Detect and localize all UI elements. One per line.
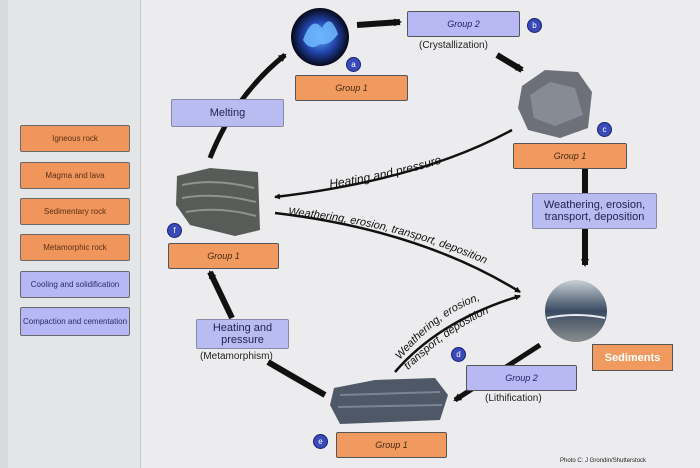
arrow-bottom-left <box>266 359 327 398</box>
weathering-right-label: Weathering, erosion, transport, depositi… <box>532 193 657 229</box>
heating-pressure-line1: Heating and <box>212 322 273 334</box>
answer-bank-panel: Igneous rock Magma and lava Sedimentary … <box>8 0 141 468</box>
arrow-heating-pressure <box>274 128 513 200</box>
lithification-caption: (Lithification) <box>485 393 542 404</box>
chip-igneous-rock[interactable]: Igneous rock <box>20 125 130 152</box>
chip-magma-and-lava[interactable]: Magma and lava <box>20 162 130 189</box>
badge-e: e <box>313 434 328 449</box>
igneous-rock-image <box>518 70 592 138</box>
badge-b: b <box>527 18 542 33</box>
chip-sedimentary-rock[interactable]: Sedimentary rock <box>20 198 130 225</box>
heating-pressure-left-label: Heating and pressure <box>196 319 289 349</box>
metamorphic-rock-image <box>176 168 260 236</box>
sedimentary-rock-image <box>330 378 448 424</box>
sediments-image <box>545 280 607 342</box>
dropzone-bottom-group1[interactable]: Group 1 <box>336 432 447 458</box>
heating-pressure-line2: pressure <box>221 334 264 346</box>
chip-metamorphic-rock[interactable]: Metamorphic rock <box>20 234 130 261</box>
badge-d: d <box>451 347 466 362</box>
badge-a: a <box>346 57 361 72</box>
badge-c: c <box>597 122 612 137</box>
crystallization-caption: (Crystallization) <box>419 40 488 51</box>
dropzone-top-group2[interactable]: Group 2 <box>407 11 520 37</box>
chip-compaction-and-cementation[interactable]: Compaction and cementation <box>20 307 130 336</box>
arrow-magma-to-group2 <box>356 18 402 28</box>
dropzone-right-group1[interactable]: Group 1 <box>513 143 627 169</box>
dropzone-bottom-group2[interactable]: Group 2 <box>466 365 577 391</box>
curved-heating-label: Heating and pressure <box>328 153 443 191</box>
dropzone-left-group1[interactable]: Group 1 <box>168 243 279 269</box>
photo-credit: Photo C: J Grondin/Shutterstock <box>560 458 647 464</box>
arrow-weathering-middle <box>274 211 521 294</box>
arrow-weathering-diagonal <box>394 294 521 373</box>
magma-image <box>291 8 349 66</box>
arrow-to-metamorphic <box>207 270 235 320</box>
melting-label: Melting <box>171 99 284 127</box>
metamorphism-caption: (Metamorphism) <box>200 351 273 362</box>
dropzone-top-group1[interactable]: Group 1 <box>295 75 408 101</box>
badge-f: f <box>167 223 182 238</box>
arrow-crystallization <box>495 52 524 73</box>
chip-cooling-and-solidification[interactable]: Cooling and solidification <box>20 271 130 298</box>
sediments-label: Sediments <box>592 344 673 371</box>
